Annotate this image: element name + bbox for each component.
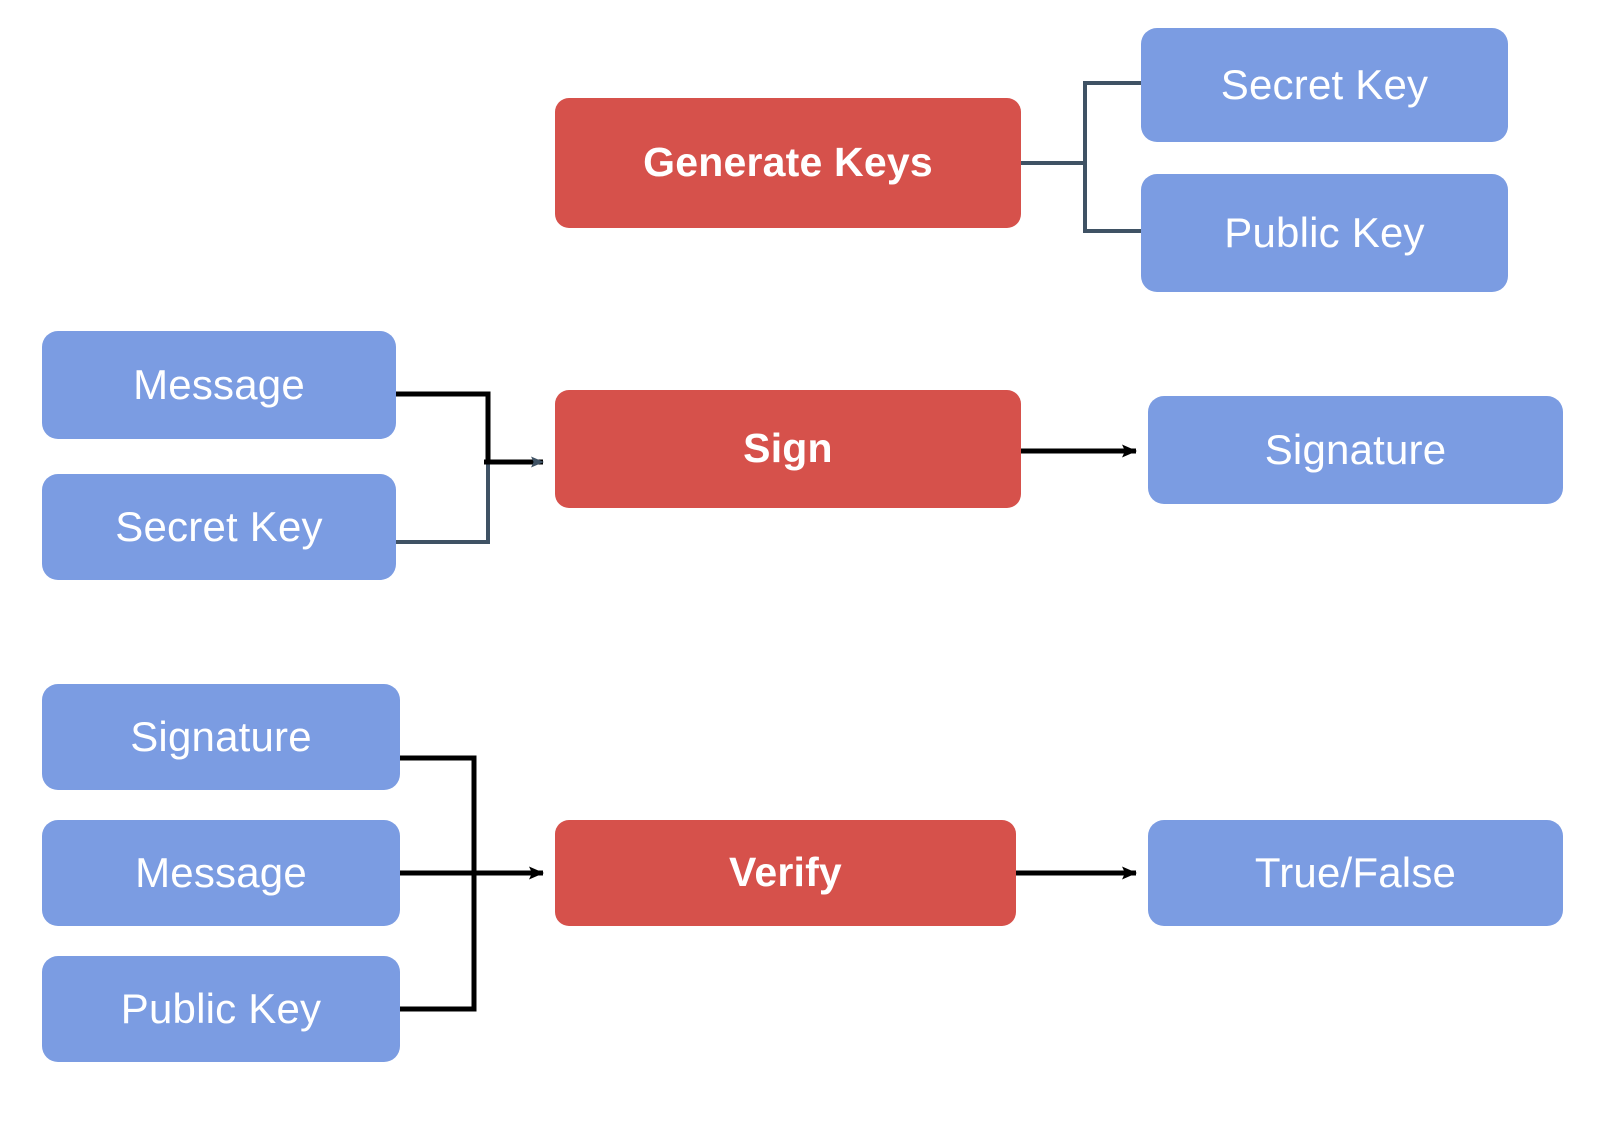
- node-public-key-output-label: Public Key: [1224, 208, 1425, 256]
- node-sign-input-secret-key[interactable]: Secret Key: [42, 474, 396, 580]
- node-verify-input-signature-label: Signature: [130, 712, 312, 760]
- node-verify-label: Verify: [729, 849, 842, 896]
- node-generate-keys[interactable]: Generate Keys: [555, 98, 1021, 228]
- node-secret-key-output-label: Secret Key: [1220, 60, 1429, 108]
- node-verify-input-signature[interactable]: Signature: [42, 684, 400, 790]
- connector-sign-inputs: [396, 391, 544, 544]
- node-sign-input-message[interactable]: Message: [42, 331, 396, 439]
- node-verify-input-public-key-label: Public Key: [120, 984, 322, 1032]
- node-public-key-output[interactable]: Public Key: [1141, 174, 1508, 292]
- node-true-false-output[interactable]: True/False: [1148, 820, 1563, 926]
- node-verify[interactable]: Verify: [555, 820, 1016, 926]
- node-signature-output[interactable]: Signature: [1148, 396, 1563, 504]
- connector-verify-inputs: [400, 755, 544, 1012]
- node-sign-input-message-label: Message: [133, 360, 305, 408]
- node-signature-output-label: Signature: [1264, 425, 1447, 473]
- node-sign[interactable]: Sign: [555, 390, 1021, 508]
- node-verify-input-message[interactable]: Message: [42, 820, 400, 926]
- node-true-false-output-label: True/False: [1254, 848, 1457, 896]
- node-sign-label: Sign: [743, 425, 833, 472]
- node-secret-key-output[interactable]: Secret Key: [1141, 28, 1508, 142]
- node-sign-input-secret-key-label: Secret Key: [115, 502, 323, 550]
- node-verify-input-public-key[interactable]: Public Key: [42, 956, 400, 1062]
- connector-generate-keys-to-keys: [1020, 77, 1169, 237]
- node-generate-keys-label: Generate Keys: [643, 139, 933, 186]
- node-verify-input-message-label: Message: [135, 848, 307, 896]
